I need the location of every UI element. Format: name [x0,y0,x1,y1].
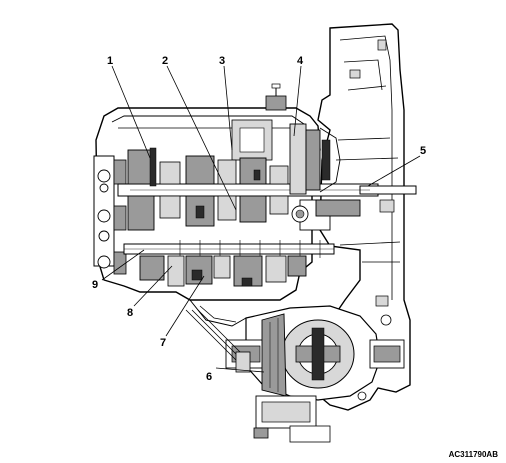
callout-6: 6 [206,371,212,383]
callout-4: 4 [297,55,304,67]
callout-9: 9 [92,279,98,291]
input-shaft [117,183,417,197]
clutch-release-area [289,123,361,231]
callout-1: 1 [107,55,113,67]
callout-5: 5 [420,145,426,157]
callout-labels: 1 2 3 4 5 6 7 8 9 [92,55,426,383]
callout-8: 8 [127,307,133,319]
differential-assembly [225,305,405,443]
output-shaft [123,240,335,258]
callout-7: 7 [160,337,166,349]
figure-id-code: AC311790AB [448,450,498,459]
callout-2: 2 [162,55,168,67]
leader-lines [101,65,421,373]
end-cover-bearings [93,155,127,275]
intermediate-housing [185,299,251,373]
input-gear-set [127,147,289,231]
callout-3: 3 [219,55,225,67]
output-gear-set [139,255,307,287]
